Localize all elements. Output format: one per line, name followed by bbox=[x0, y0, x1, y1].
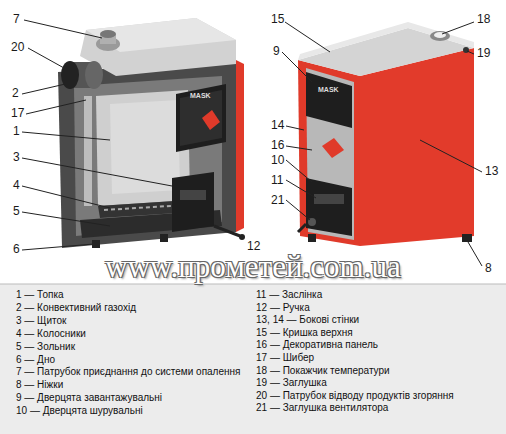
callout-number: 9 bbox=[272, 45, 281, 58]
callout-number: 15 bbox=[270, 13, 285, 26]
callout-number: 5 bbox=[12, 205, 21, 218]
callout-number: 20 bbox=[10, 41, 25, 54]
callout-number: 17 bbox=[10, 107, 25, 120]
callout-number: 13 bbox=[484, 165, 499, 178]
legend-entry: 15 — Кришка верхня bbox=[256, 327, 353, 339]
legend-entry: 13, 14 — Бокові стінки bbox=[256, 314, 359, 326]
legend-entry: 18 — Покажчик температури bbox=[256, 365, 390, 377]
callout-number: 10 bbox=[270, 154, 285, 167]
callout-number: 8 bbox=[484, 262, 493, 275]
legend-entry: 3 — Щиток bbox=[16, 315, 66, 327]
legend-entry: 6 — Дно bbox=[16, 354, 55, 366]
callout-number: 3 bbox=[12, 151, 21, 164]
callout-number: 11 bbox=[270, 174, 284, 187]
legend-entry: 2 — Конвективний газохід bbox=[16, 302, 136, 314]
cutaway-boiler bbox=[58, 18, 245, 248]
legend-panel bbox=[0, 284, 506, 434]
legend-entry: 21 — Заглушка вентилятора bbox=[256, 402, 388, 414]
leader-lines bbox=[22, 20, 482, 266]
legend-entry: 1 — Топка bbox=[16, 289, 64, 301]
legend-entry: 9 — Дверцята завантажувальні bbox=[16, 392, 162, 404]
callout-number: 1 bbox=[12, 125, 21, 138]
boiler-exterior bbox=[298, 22, 474, 246]
legend-entry: 17 — Шибер bbox=[256, 352, 314, 364]
callout-number: 18 bbox=[476, 13, 491, 26]
callout-number: 7 bbox=[12, 13, 21, 26]
legend-entry: 12 — Ручка bbox=[256, 302, 310, 314]
callout-number: 19 bbox=[476, 47, 491, 60]
callout-number: 4 bbox=[12, 179, 21, 192]
callout-number: 14 bbox=[270, 119, 285, 132]
watermark: www.прометей.com.ua bbox=[0, 250, 506, 284]
legend-entry: 19 — Заглушка bbox=[256, 377, 327, 389]
legend-entry: 20 — Патрубок відводу продуктів згоряння bbox=[256, 390, 454, 402]
callout-number: 16 bbox=[270, 139, 285, 152]
brand-mark: MASK bbox=[318, 86, 339, 94]
legend-entry: 11 — Заслінка bbox=[256, 289, 322, 301]
legend-entry: 5 — Зольник bbox=[16, 341, 75, 353]
brand-mark: MASK bbox=[190, 92, 211, 100]
legend-entry: 16 — Декоративна панель bbox=[256, 339, 378, 351]
callout-number: 21 bbox=[270, 194, 285, 207]
callout-number: 6 bbox=[12, 243, 21, 256]
callout-number: 2 bbox=[11, 87, 20, 100]
legend-entry: 7 — Патрубок приєднання до системи опале… bbox=[16, 366, 240, 378]
legend-entry: 4 — Колосники bbox=[16, 328, 86, 340]
legend-entry: 10 — Дверцята шурувальні bbox=[16, 405, 143, 417]
legend-entry: 8 — Ніжки bbox=[16, 379, 63, 391]
